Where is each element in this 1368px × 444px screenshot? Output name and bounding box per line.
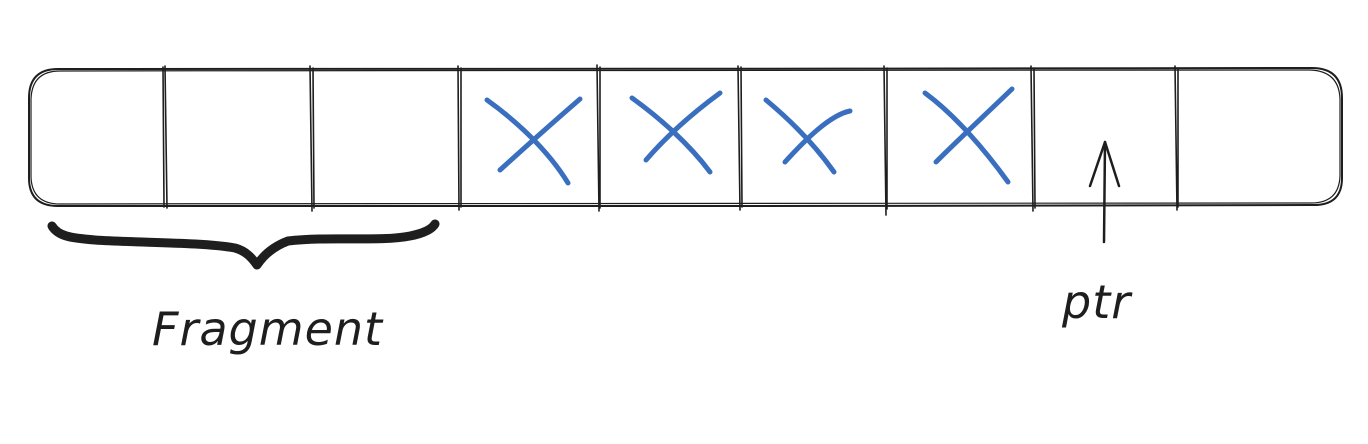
cross-mark-cell-6 — [763, 97, 853, 175]
divider-4 — [596, 64, 601, 212]
divider-1 — [162, 65, 168, 209]
divider-2 — [309, 65, 315, 212]
fragment-brace — [47, 219, 440, 270]
memory-bar-outline — [28, 67, 1343, 207]
memory-bar-outline-sketch — [30, 69, 1341, 205]
cross-stroke — [643, 90, 723, 163]
arrow-head — [1088, 140, 1121, 188]
cross-stroke — [629, 95, 713, 175]
pointer-label: ptr — [1061, 275, 1133, 329]
divider-7 — [1030, 65, 1036, 212]
fragment-label: Fragment — [152, 302, 384, 356]
used-cell-marks — [484, 86, 1015, 186]
cross-stroke — [782, 108, 853, 165]
cross-mark-cell-4 — [484, 96, 583, 186]
divider-5 — [737, 65, 743, 211]
cross-stroke — [497, 96, 583, 173]
divider-6 — [883, 65, 888, 216]
cross-stroke — [933, 86, 1015, 165]
divider-3 — [457, 65, 462, 211]
cross-stroke — [922, 90, 1011, 185]
cross-stroke — [484, 97, 571, 186]
divider-8 — [1174, 65, 1179, 211]
cell-dividers — [162, 64, 1179, 216]
cross-mark-cell-7 — [922, 86, 1015, 185]
cross-mark-cell-5 — [629, 90, 723, 175]
cross-stroke — [763, 97, 837, 175]
pointer-arrow — [1088, 140, 1121, 244]
arrow-shaft — [1102, 140, 1107, 244]
